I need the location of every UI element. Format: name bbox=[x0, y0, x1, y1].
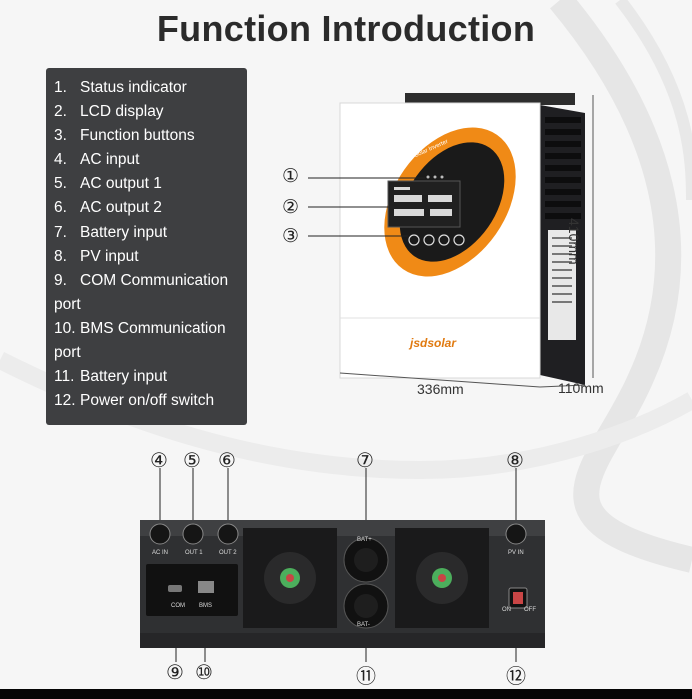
feature-number: 9. bbox=[54, 271, 67, 289]
feature-item: 6. AC output 2 bbox=[54, 196, 239, 220]
com-label: COM bbox=[171, 603, 185, 609]
feature-item: 9.COM Communication port bbox=[54, 269, 239, 317]
callout-2: ② bbox=[282, 197, 300, 218]
ac-connectors bbox=[149, 523, 239, 545]
inverter-front-view: Hybrid Solar Inverter jsdsolar bbox=[308, 93, 594, 388]
feature-label: PV input bbox=[80, 247, 139, 265]
feature-label: Battery input bbox=[80, 368, 168, 386]
feature-item: 12.Power on/off switch bbox=[54, 389, 239, 413]
dimension-lines bbox=[339, 95, 594, 388]
bat-minus-label: BAT- bbox=[357, 622, 370, 628]
brand-logo: jsdsolar bbox=[408, 336, 457, 350]
callout-7: ⑦ bbox=[356, 450, 374, 472]
feature-item: 4. AC input bbox=[54, 148, 239, 172]
function-buttons bbox=[408, 234, 465, 246]
callout-8: ⑧ bbox=[506, 450, 524, 472]
fan-grille-left bbox=[243, 528, 337, 628]
feature-number: 5. bbox=[54, 175, 67, 193]
feature-item: 1. Status indicator bbox=[54, 76, 239, 100]
ac-in-label: AC IN bbox=[152, 550, 169, 556]
feature-label: COM Communication port bbox=[54, 271, 233, 313]
feature-label: Power on/off switch bbox=[80, 392, 215, 410]
callout-6: ⑥ bbox=[218, 450, 236, 472]
feature-label: Battery input bbox=[80, 223, 168, 241]
height-dimension: 410mm bbox=[566, 218, 582, 265]
callout-11: ⑪ bbox=[356, 666, 376, 688]
feature-label: AC output 2 bbox=[80, 199, 162, 217]
feature-number: 7. bbox=[54, 223, 67, 241]
feature-label: AC output 1 bbox=[80, 175, 162, 193]
callout-12: ⑫ bbox=[506, 666, 526, 688]
callout-1: ① bbox=[282, 166, 300, 187]
feature-number: 10. bbox=[54, 319, 76, 337]
feature-label: Status indicator bbox=[80, 79, 187, 96]
bottom-bar bbox=[0, 689, 692, 699]
fan-grille-right bbox=[395, 528, 489, 628]
inverter-bottom-view bbox=[140, 468, 545, 662]
feature-list-panel: 1. Status indicator 2. LCD display 3. Functio… bbox=[46, 68, 247, 425]
feature-number: 6. bbox=[54, 199, 67, 217]
feature-item: 7. Battery input bbox=[54, 221, 239, 245]
com-bms-panel bbox=[146, 564, 238, 616]
callout-9: ⑨ bbox=[166, 662, 184, 684]
on-label: ON bbox=[502, 607, 511, 613]
feature-number: 12. bbox=[54, 392, 76, 410]
bms-label: BMS bbox=[199, 603, 213, 609]
feature-item: 5. AC output 1 bbox=[54, 172, 239, 196]
callout-3: ③ bbox=[282, 226, 300, 247]
feature-number: 11. bbox=[54, 368, 75, 386]
com-port bbox=[168, 585, 182, 592]
side-vents bbox=[545, 117, 581, 219]
status-led-row bbox=[426, 175, 444, 179]
feature-item: 8. PV input bbox=[54, 245, 239, 269]
bat-plus-label: BAT+ bbox=[357, 537, 372, 543]
feature-number: 8. bbox=[54, 247, 67, 265]
mounting-bracket bbox=[405, 93, 575, 105]
feature-label: AC input bbox=[80, 151, 140, 169]
feature-number: 3. bbox=[54, 127, 67, 145]
depth-dimension: 110mm bbox=[558, 380, 604, 396]
feature-number: 4. bbox=[54, 151, 67, 169]
feature-list: 1. Status indicator 2. LCD display 3. Functio… bbox=[46, 68, 247, 413]
callout-10: ⑩ bbox=[195, 662, 213, 684]
feature-item: 11. Battery input bbox=[54, 365, 239, 389]
out2-label: OUT 2 bbox=[219, 550, 237, 556]
callout-4: ④ bbox=[150, 450, 168, 472]
page-title: Function Introduction bbox=[156, 8, 536, 49]
feature-number: 1. bbox=[54, 79, 67, 96]
feature-item: 2. LCD display bbox=[54, 100, 239, 124]
out1-label: OUT 1 bbox=[185, 550, 203, 556]
feature-label: Function buttons bbox=[80, 127, 195, 145]
pv-connector bbox=[505, 523, 527, 545]
feature-item: 3. Function buttons bbox=[54, 124, 239, 148]
width-dimension: 336mm bbox=[417, 381, 464, 397]
off-label: OFF bbox=[524, 607, 536, 613]
pv-in-label: PV IN bbox=[508, 550, 524, 556]
feature-label: LCD display bbox=[80, 103, 164, 121]
callout-5: ⑤ bbox=[183, 450, 201, 472]
bms-port bbox=[198, 581, 214, 593]
feature-item: 10.BMS Communication port bbox=[54, 317, 239, 365]
battery-connectors bbox=[343, 537, 389, 629]
feature-label: BMS Communication port bbox=[54, 319, 230, 362]
feature-number: 2. bbox=[54, 103, 67, 121]
